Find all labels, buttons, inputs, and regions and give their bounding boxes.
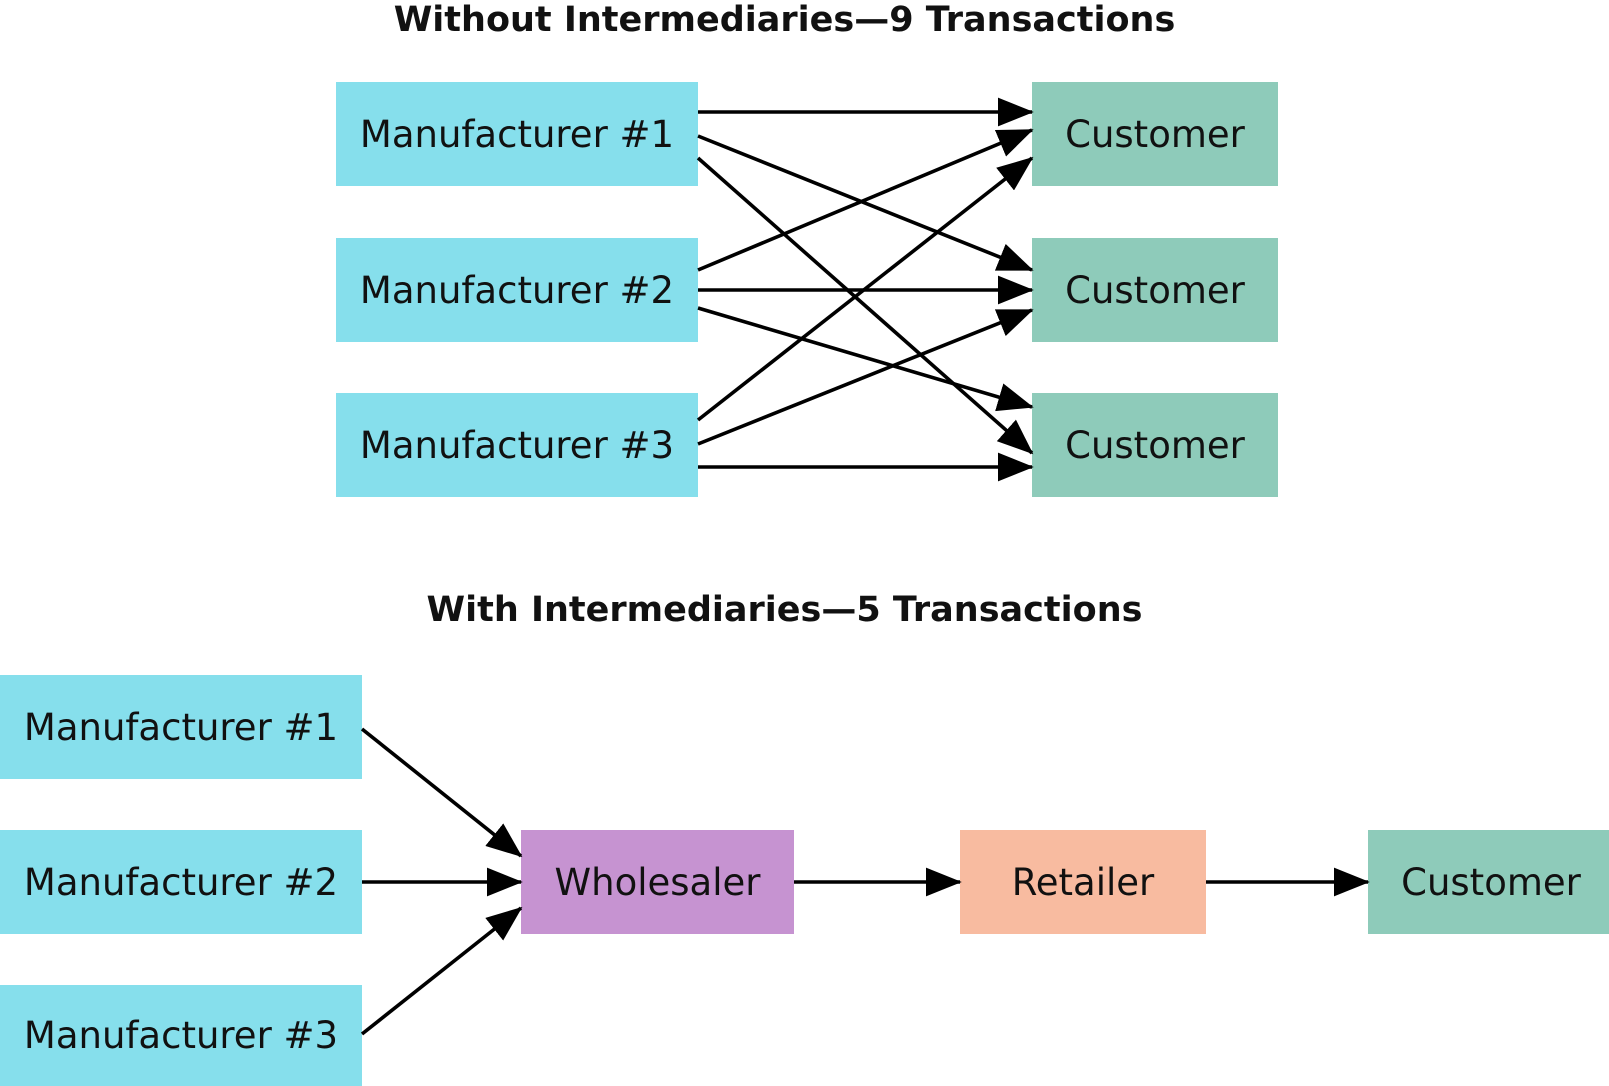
bottom-manufacturer-1-box: Manufacturer #1 [0, 675, 362, 779]
top-diagram-title: Without Intermediaries—9 Transactions [393, 0, 1176, 40]
bottom-diagram-title: With Intermediaries—5 Transactions [426, 590, 1143, 630]
bottom-manufacturer-2-box: Manufacturer #2 [0, 830, 362, 934]
top-customer-2-box: Customer [1032, 238, 1278, 342]
bottom-manufacturer-3-box: Manufacturer #3 [0, 985, 362, 1086]
bottom-customer-box: Customer [1368, 830, 1609, 934]
arrow-top-m3-c1 [696, 156, 1034, 422]
arrow-top-m2-c3 [697, 306, 1034, 412]
arrow-top-m3-c2 [697, 308, 1034, 446]
retailer-box: Retailer [960, 830, 1206, 934]
arrow-bottom-m3-wholesaler [360, 906, 523, 1036]
top-customer-3-box: Customer [1032, 393, 1278, 497]
arrow-bottom-m1-wholesaler [360, 727, 523, 858]
top-customer-1-box: Customer [1032, 82, 1278, 186]
wholesaler-box: Wholesaler [521, 830, 794, 934]
top-manufacturer-1-box: Manufacturer #1 [336, 82, 698, 186]
arrow-top-m1-c2 [697, 134, 1034, 272]
arrow-top-m2-c1 [697, 128, 1034, 272]
top-manufacturer-2-box: Manufacturer #2 [336, 238, 698, 342]
top-manufacturer-3-box: Manufacturer #3 [336, 393, 698, 497]
arrow-top-m1-c3 [696, 156, 1034, 455]
